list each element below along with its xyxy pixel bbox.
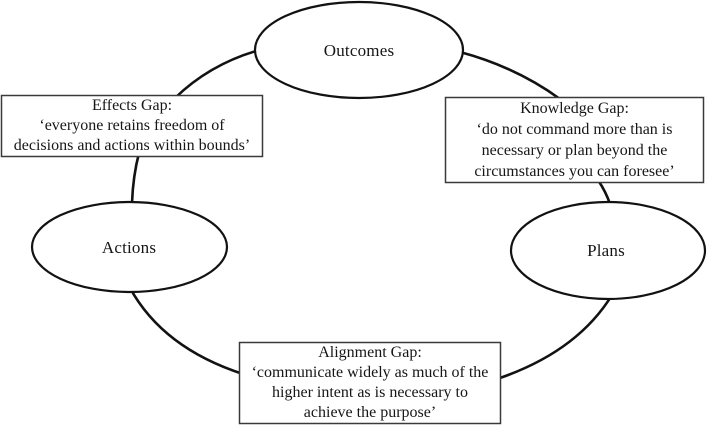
- knowledge-gap-text: Knowledge Gap: ‘do not command more than…: [445, 97, 704, 183]
- effects-gap-box: [0, 94, 264, 158]
- actions-label: Actions: [101, 238, 157, 257]
- plans-label: Plans: [587, 241, 625, 260]
- alignment-gap-quote-line: achieve the purpose’: [303, 404, 437, 421]
- outcomes-ellipse: [253, 0, 465, 100]
- plans-ellipse: [509, 200, 707, 301]
- arc-outcomes-to-knowledge-gap: [458, 50, 562, 101]
- actions-ellipse: [30, 200, 229, 294]
- alignment-gap-box: [238, 341, 502, 425]
- arc-knowledge-gap-to-plans: [596, 178, 612, 206]
- effects-gap-quote-line: ‘everyone retains freedom of: [39, 116, 225, 134]
- knowledge-gap-quote-line: ‘do not command more than is: [476, 121, 673, 138]
- alignment-gap-title: Alignment Gap:: [318, 344, 422, 361]
- outcomes-label: Outcomes: [323, 41, 395, 60]
- arc-effects-gap-to-actions: [130, 151, 141, 205]
- knowledge-gap-quote-line: necessary or plan beyond the: [481, 142, 668, 159]
- alignment-gap-quote-line: ‘communicate widely as much of the: [251, 364, 489, 381]
- arc-alignment-gap-to-plans: [495, 293, 614, 381]
- knowledge-gap-quote-line: circumstances you can foresee’: [474, 163, 675, 180]
- effects-gap-text: Effects Gap: ‘everyone retains freedom o…: [1, 95, 263, 156]
- arc-outcomes-to-effects-gap: [173, 49, 258, 100]
- arc-actions-to-alignment-gap: [128, 286, 245, 376]
- effects-gap-quote-line: decisions and actions within bounds’: [13, 136, 251, 154]
- alignment-gap-text: Alignment Gap: ‘communicate widely as mu…: [239, 342, 501, 424]
- effects-gap-title: Effects Gap:: [91, 96, 173, 114]
- alignment-gap-quote-line: higher intent as is necessary to: [272, 384, 468, 401]
- knowledge-gap-title: Knowledge Gap:: [520, 100, 629, 117]
- knowledge-gap-box: [444, 96, 705, 184]
